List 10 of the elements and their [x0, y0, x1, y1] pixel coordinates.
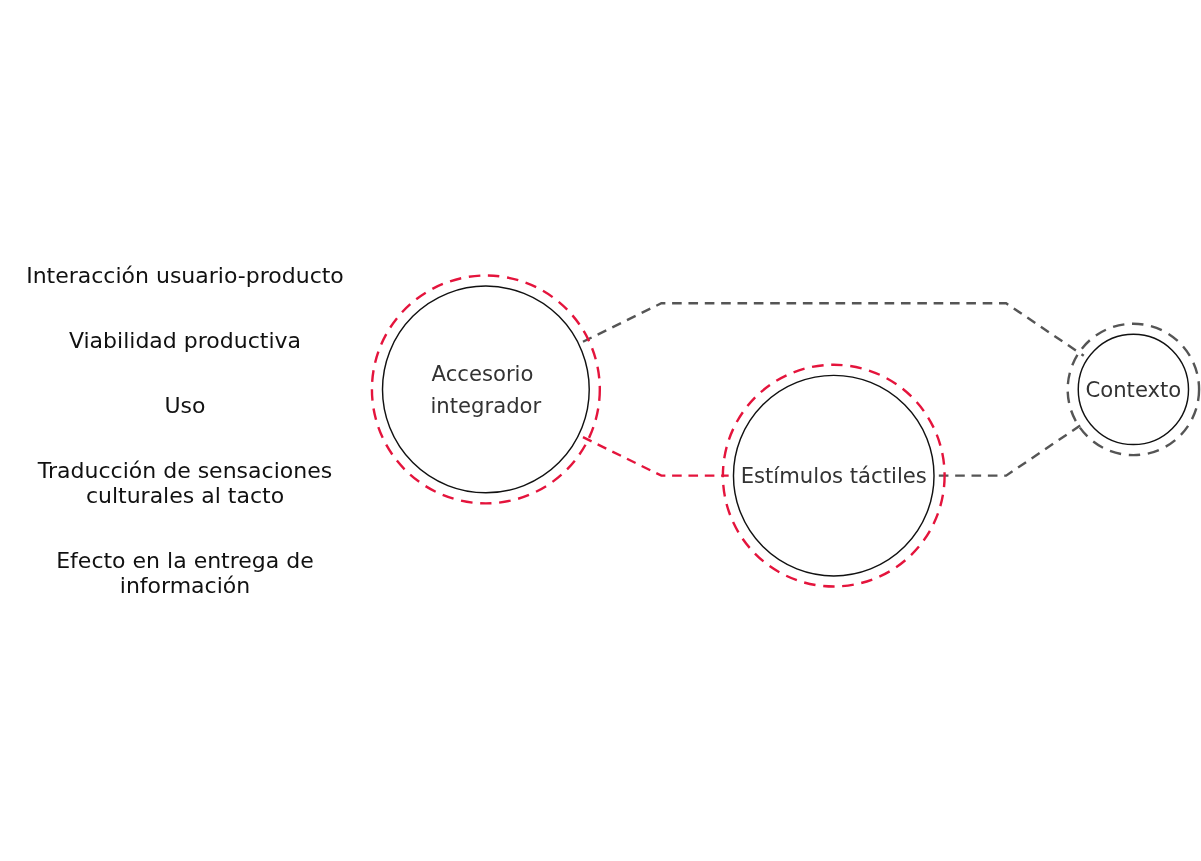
connector: [582, 435, 729, 477]
node-circle: Contexto: [1066, 322, 1201, 456]
node-circle: Estímulos táctiles: [721, 363, 946, 588]
annotation-text: Efecto en la entrega de información: [55, 548, 315, 598]
annotation-text: Interacción usuario-producto: [25, 263, 345, 288]
connector: [582, 301, 1085, 357]
annotation-text: Traducción de sensaciones culturales al tacto: [36, 458, 334, 508]
annotation-text: Uso: [163, 393, 207, 418]
annotation-text: Viabilidad productiva: [67, 328, 303, 353]
node-circle: Accesorio integrador: [370, 273, 601, 505]
